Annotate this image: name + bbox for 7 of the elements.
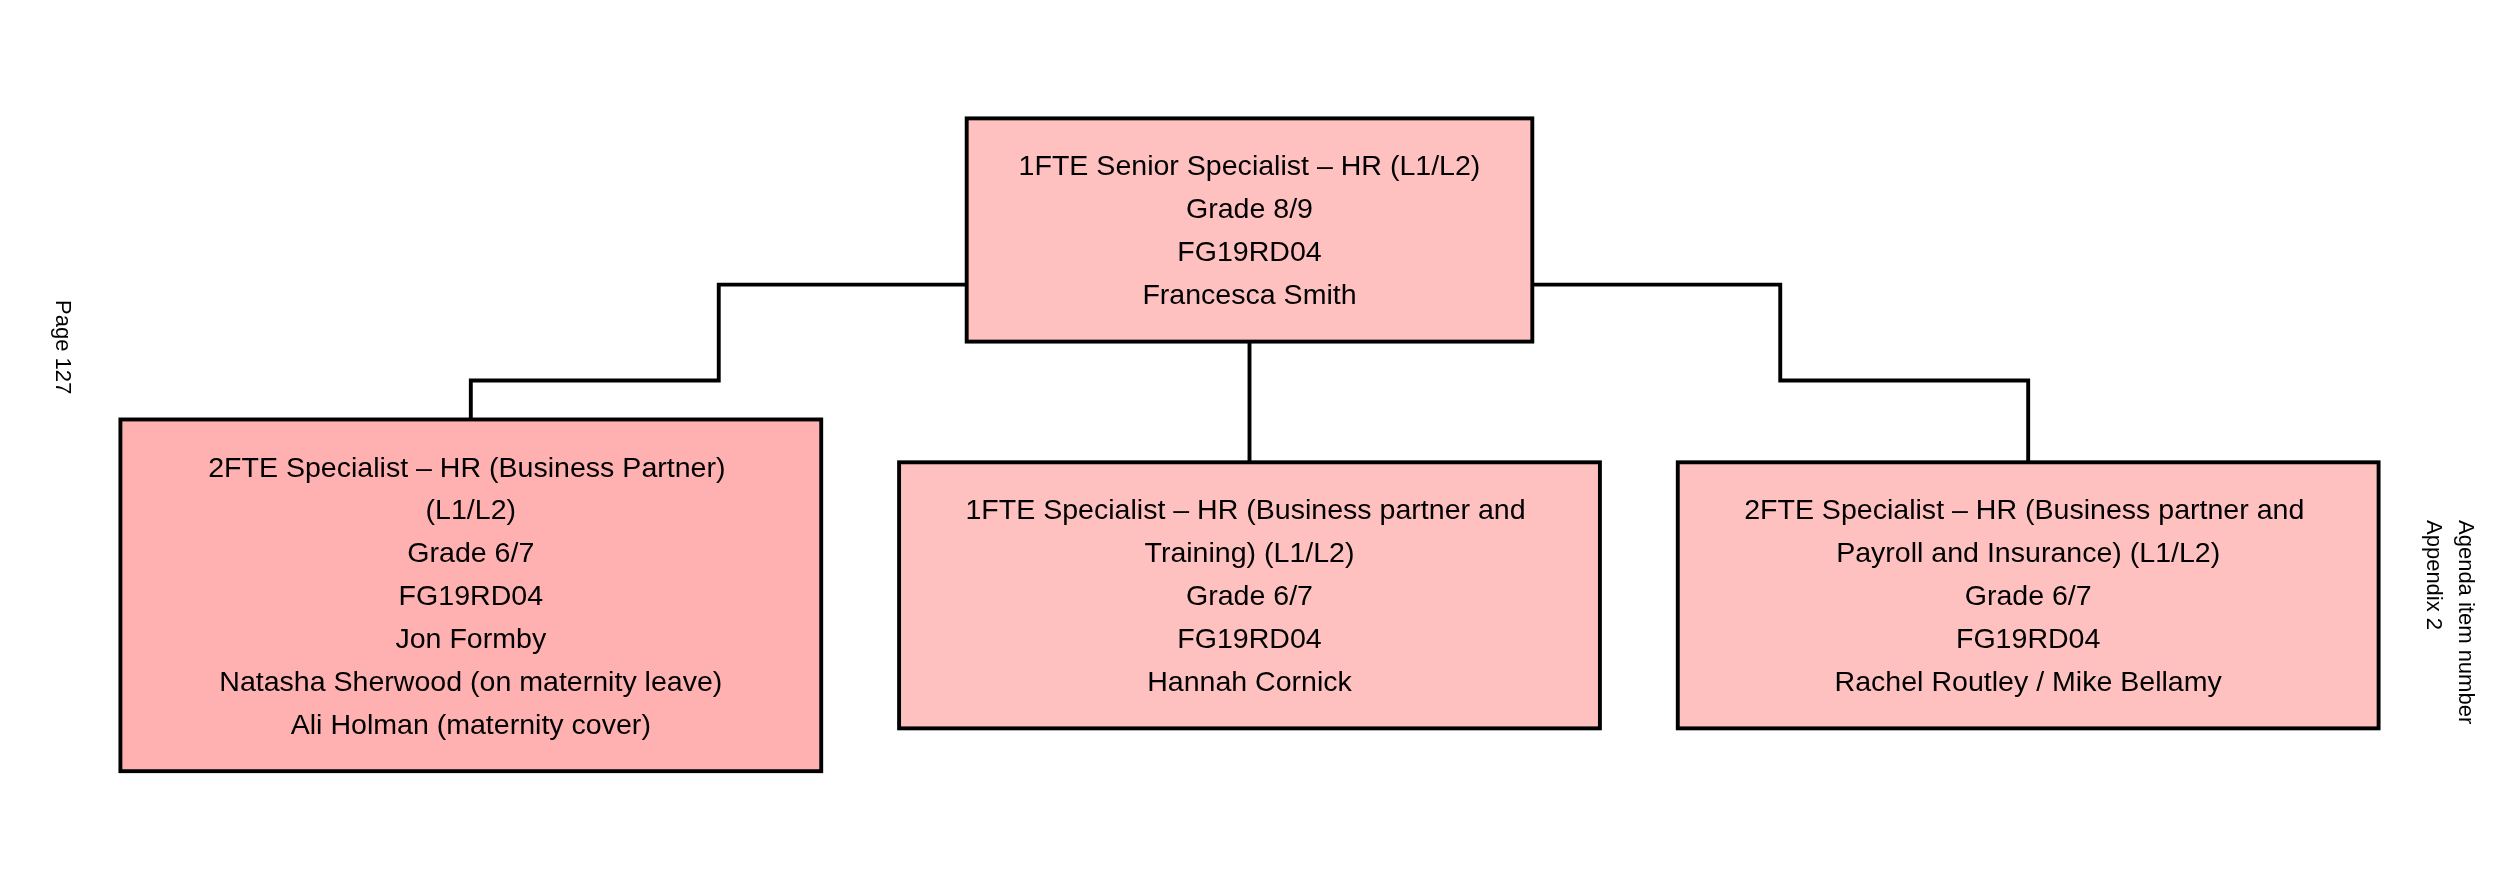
margin-note: Page 127 (50, 300, 76, 395)
node-box: 2FTE Specialist – HR (Business Partner) (L1/L2) Grade 6/7 FG19RD04 Jon Formby Natasha Sherwood (on maternity leave) Ali Holman (maternity cover) (118, 417, 824, 773)
node-box: 1FTE Specialist – HR (Business partner and Training) (L1/L2) Grade 6/7 FG19RD04 Hannah Cornick (897, 460, 1602, 730)
margin-note: Appendix 2 (2421, 520, 2447, 633)
margin-note: Agenda item number (2453, 520, 2479, 725)
node-box: 1FTE Senior Specialist – HR (L1/L2) Grade 8/9 FG19RD04 Francesca Smith (964, 116, 1535, 344)
node-box: 2FTE Specialist – HR (Business partner and Payroll and Insurance) (L1/L2) Grade 6/7 FG19RD04 Rachel Routley / Mike Bellamy (1675, 460, 2381, 730)
